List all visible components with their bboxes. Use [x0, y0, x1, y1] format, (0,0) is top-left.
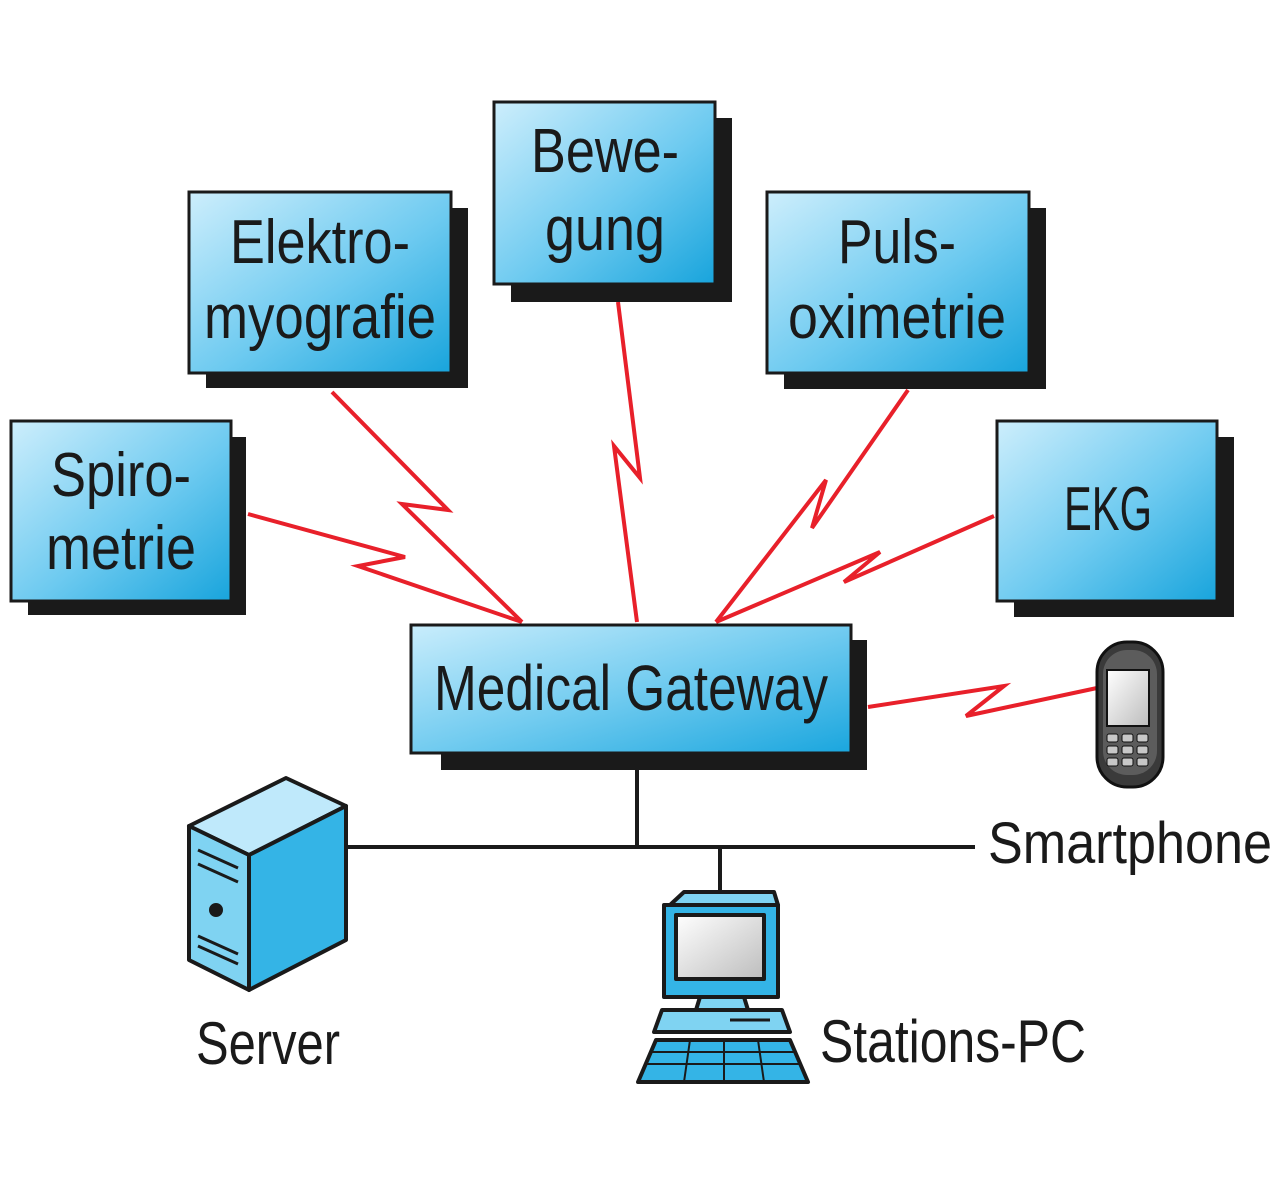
smartphone-icon	[1095, 640, 1165, 789]
sensor-box-pulsoximetrie: Puls- oximetrie	[765, 190, 1046, 389]
sensor-box-spirometrie: Spiro- metrie	[9, 419, 246, 615]
sensor-box-elektromyografie: Elektro- myografie	[187, 190, 468, 388]
wireless-link-ekg	[715, 514, 995, 624]
wireless-link-elektromyografie	[330, 390, 524, 624]
wireless-link-bewegung	[611, 301, 643, 623]
sensor-label-bewegung-line2: gung	[545, 195, 665, 264]
server-label: Server	[196, 1010, 340, 1077]
stations-pc-label: Stations-PC	[820, 1008, 1086, 1075]
sensor-box-bewegung: Bewe- gung	[492, 100, 732, 302]
wireless-links	[247, 301, 1098, 718]
medical-gateway-box: Medical Gateway	[409, 623, 867, 770]
sensor-label-pulsoximetrie-line2: oximetrie	[788, 283, 1006, 352]
sensor-label-elektromyografie-line2: myografie	[204, 283, 436, 352]
sensor-label-ekg: EKG	[1064, 475, 1152, 544]
sensor-label-pulsoximetrie-line1: Puls-	[838, 208, 956, 277]
sensor-label-spirometrie-line1: Spiro-	[51, 441, 191, 510]
medical-gateway-label: Medical Gateway	[434, 652, 828, 724]
wireless-link-pulsoximetrie	[714, 388, 910, 624]
sensor-box-ekg: EKG	[995, 419, 1234, 617]
wireless-link-spirometrie	[247, 512, 523, 624]
sensor-label-elektromyografie-line1: Elektro-	[230, 208, 410, 277]
smartphone-label: Smartphone	[988, 811, 1272, 876]
sensor-label-bewegung-line1: Bewe-	[531, 117, 679, 186]
server-icon	[187, 776, 348, 992]
sensor-label-spirometrie-line2: metrie	[46, 514, 196, 583]
wired-network	[345, 770, 975, 896]
wireless-link-smartphone	[867, 682, 1098, 718]
stations-pc-icon	[636, 890, 810, 1084]
